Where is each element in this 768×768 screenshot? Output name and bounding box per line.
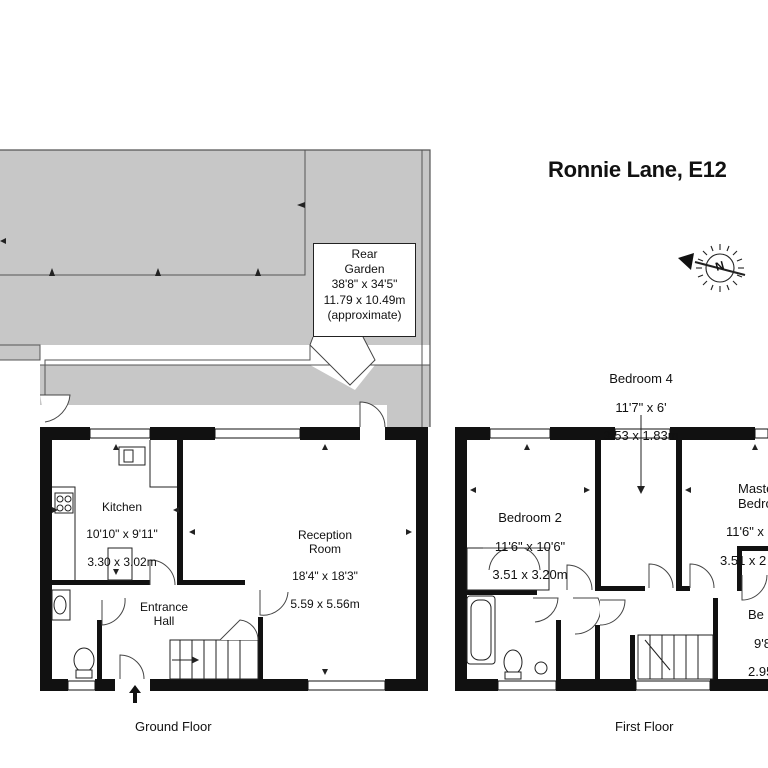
ground-wc-fittings: [51, 589, 95, 679]
bedroom2-metric: 3.51 x 3.20m: [492, 567, 568, 583]
garden-name: Rear Garden: [344, 247, 385, 277]
master-metric: 3.51 x 2: [720, 553, 767, 569]
first-door-swings: [483, 547, 768, 635]
ground-stairs: [169, 639, 259, 680]
bedroom4-name: Bedroom 4: [609, 370, 673, 386]
bedroom2-name: Bedroom 2: [498, 509, 562, 525]
patio-step: [44, 345, 311, 365]
kitchen-label: Kitchen 10'10" x 9'11" 3.30 x 3.02m: [84, 487, 160, 584]
ground-door-swings: [101, 559, 289, 680]
garden-label-pointer: [309, 336, 376, 386]
garden-metric: 11.79 x 10.49m: [323, 292, 406, 307]
bedroom2-label: Bedroom 2 11'6" x 10'6" 3.51 x 3.20m: [480, 497, 580, 597]
master-name: Master Bedroom: [738, 480, 768, 511]
kitchen-name: Kitchen: [101, 499, 143, 514]
patio-edge: [0, 150, 306, 276]
kitchen-fittings: [52, 440, 177, 581]
garden-note: (approximate): [327, 307, 402, 322]
first-floor-windows: [489, 428, 768, 691]
entrance-hall-label: Entrance Hall: [139, 600, 189, 628]
compass: [694, 244, 746, 292]
bedroom4-metric: 3.53 x 1.83m: [603, 428, 679, 444]
master-bedroom-label: Master Bedroom 11'6" x 3.51 x 2: [720, 468, 768, 583]
reception-imperial: 18'4" x 18'3": [292, 569, 358, 584]
garden-boundary: [0, 149, 431, 427]
bedroom4-pointer: [637, 415, 645, 494]
first-dimension-ticks: [470, 444, 758, 493]
compass-north-arrow: [678, 253, 694, 270]
reception-name: Reception Room: [297, 527, 353, 556]
ground-floor-label: Ground Floor: [135, 719, 212, 734]
reception-dimension-ticks: [52, 444, 412, 675]
bedroom3-label: Be 9'8 2.95: [748, 594, 768, 694]
bedroom3-imperial: 9'8: [754, 635, 768, 651]
ground-floor-windows: [67, 428, 386, 691]
garden-imperial: 38'8" x 34'5": [331, 277, 398, 292]
kitchen-metric: 3.30 x 3.02m: [87, 554, 157, 569]
ground-floor-walls: [40, 427, 428, 691]
entrance-arrow: [129, 685, 141, 703]
rear-garden-area: [0, 150, 430, 427]
reception-metric: 5.59 x 5.56m: [290, 596, 360, 611]
property-title: Ronnie Lane, E12: [548, 157, 727, 182]
bedroom3-metric: 2.95: [748, 664, 768, 680]
garden-side-door-swing: [40, 394, 71, 423]
rear-garden-label: Rear Garden 38'8" x 34'5" 11.79 x 10.49m…: [313, 243, 416, 337]
reception-rear-door-swing: [359, 401, 386, 428]
bedroom2-imperial: 11'6" x 10'6": [494, 538, 566, 554]
first-floor-label: First Floor: [615, 719, 674, 734]
kitchen-imperial: 10'10" x 9'11": [86, 527, 158, 542]
bedroom4-label: Bedroom 4 11'7" x 6' 3.53 x 1.83m: [588, 358, 694, 458]
bedroom4-imperial: 11'7" x 6': [615, 399, 667, 415]
master-imperial: 11'6" x: [726, 524, 764, 540]
bedroom3-name: Be: [748, 606, 764, 622]
reception-label: Reception Room 18'4" x 18'3" 5.59 x 5.56…: [270, 515, 380, 625]
first-floor-walls: [455, 427, 768, 691]
garden-arrow-marks: [0, 202, 305, 276]
garden-boundary-left: [0, 344, 41, 361]
